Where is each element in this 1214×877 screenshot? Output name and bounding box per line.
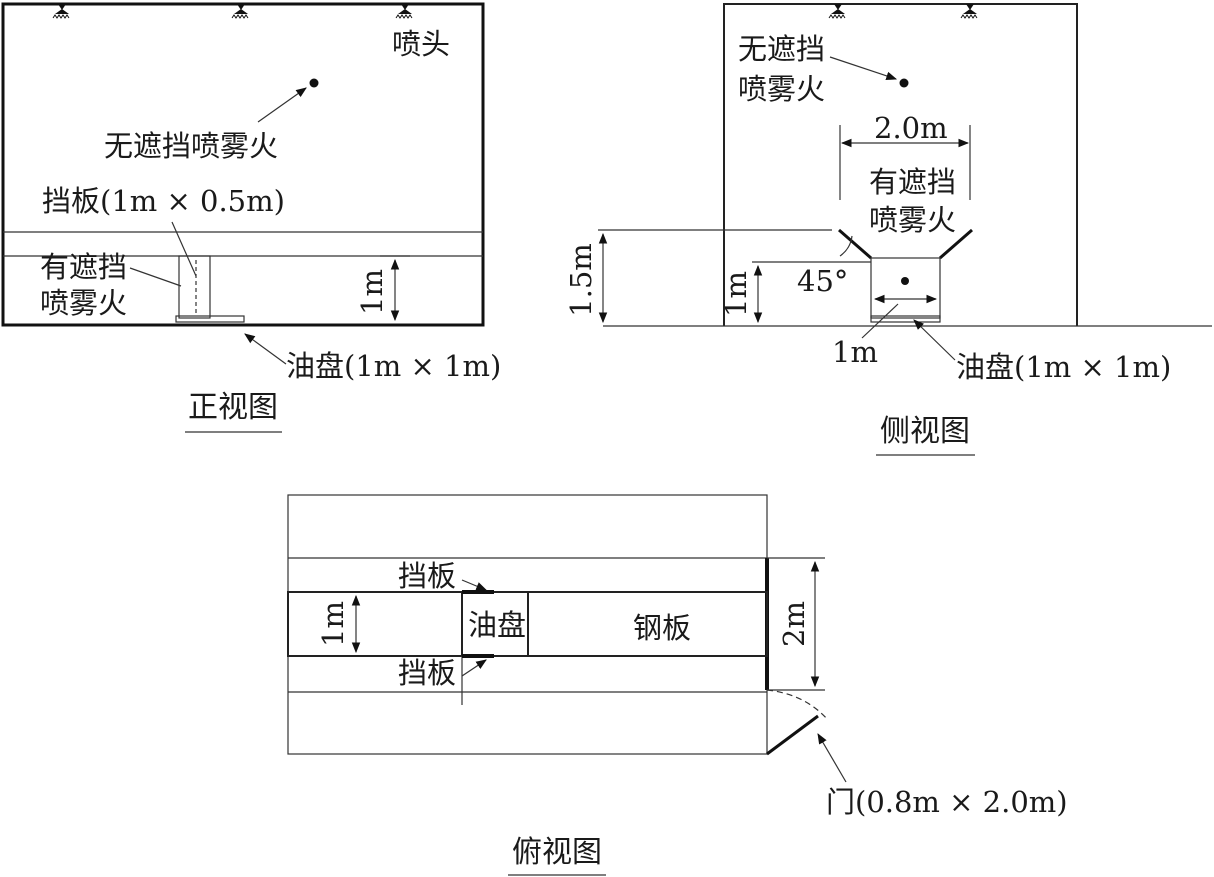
- door-swing-arc: [766, 689, 829, 721]
- shielded-fire-label-line2: 喷雾火: [40, 286, 127, 320]
- baffle-left: [838, 228, 872, 260]
- nozzle-icon: [395, 3, 413, 19]
- door-leader-arrow: [817, 733, 847, 783]
- unshielded-leader-arrow: [829, 56, 898, 81]
- unshielded-leader-arrow: [257, 87, 307, 123]
- height-dim-label: 1m: [355, 269, 389, 315]
- lower-baffle-leader-arrow: [461, 659, 487, 677]
- oil-pan-label: 油盘(1m × 1m): [286, 349, 501, 383]
- front-view-caption: 正视图: [188, 390, 278, 425]
- oil-pan-label: 油盘(1m × 1m): [956, 350, 1171, 384]
- upper-baffle-leader-arrow: [461, 579, 487, 591]
- pan-width-dim-label: 1m: [832, 335, 878, 369]
- shielded-fire-label-line2: 喷雾火: [869, 203, 956, 237]
- nozzle-label: 喷头: [392, 27, 450, 61]
- shielded-fire-label-line1: 有遮挡: [40, 250, 127, 284]
- shielded-fire-label-line1: 有遮挡: [869, 165, 956, 199]
- unshielded-fire-label-line1: 无遮挡: [738, 32, 825, 66]
- oil-pan-leader-arrow: [913, 319, 956, 361]
- height-total-dim-label: 1.5m: [564, 243, 598, 317]
- baffle-right: [939, 228, 973, 260]
- top-view: 挡板 挡板 油盘 钢板 1m 2m 门(0.8m × 2.0m) 俯视图: [287, 494, 1068, 876]
- top-oil-pan-label: 油盘: [468, 608, 526, 642]
- depth-dim-label: 2m: [777, 601, 811, 647]
- upper-baffle-label: 挡板: [398, 559, 456, 593]
- top-view-caption: 俯视图: [512, 835, 602, 870]
- shielded-fire-point: [901, 277, 909, 285]
- oil-pan: [870, 315, 941, 323]
- steel-plate-label: 钢板: [633, 611, 691, 645]
- nozzle-icon: [960, 3, 978, 19]
- side-view: 无遮挡 喷雾火 2.0m 有遮挡 喷雾火 45° 1.5m 1m 1m 油盘(1…: [564, 3, 1212, 456]
- angle-arc: [839, 235, 853, 257]
- nozzle-icon: [52, 3, 70, 19]
- unshielded-fire-label: 无遮挡喷雾火: [104, 129, 278, 163]
- front-view: 喷头 无遮挡喷雾火 挡板(1m × 0.5m) 有遮挡 喷雾火 1m 油盘(1m…: [1, 2, 501, 433]
- oil-pan-leader-arrow: [244, 333, 287, 365]
- nozzle-icon: [231, 3, 249, 19]
- door-label: 门(0.8m × 2.0m): [826, 785, 1068, 819]
- lower-baffle-label: 挡板: [398, 656, 456, 690]
- shielded-leader-line: [129, 267, 182, 287]
- unshielded-fire-point: [899, 78, 909, 88]
- oil-pan: [175, 315, 245, 323]
- side-room-outline: [723, 3, 1078, 326]
- angle-label: 45°: [797, 264, 848, 298]
- baffle-plate: [178, 255, 211, 319]
- nozzle-icon: [828, 3, 846, 19]
- height-dim-label: 1m: [719, 271, 753, 317]
- door-leaf: [766, 714, 819, 756]
- top-oil-pan: [461, 591, 529, 657]
- baffle-leader-line: [171, 221, 197, 277]
- width-dim-label: 1m: [316, 601, 350, 647]
- side-view-caption: 侧视图: [880, 414, 970, 449]
- unshielded-fire-label-line2: 喷雾火: [738, 72, 825, 106]
- shield-box: [870, 257, 941, 319]
- baffle-label: 挡板(1m × 0.5m): [42, 184, 285, 218]
- pan-width-leader: [861, 303, 899, 339]
- unshielded-fire-point: [309, 78, 319, 88]
- width-dim-label: 2.0m: [874, 111, 948, 145]
